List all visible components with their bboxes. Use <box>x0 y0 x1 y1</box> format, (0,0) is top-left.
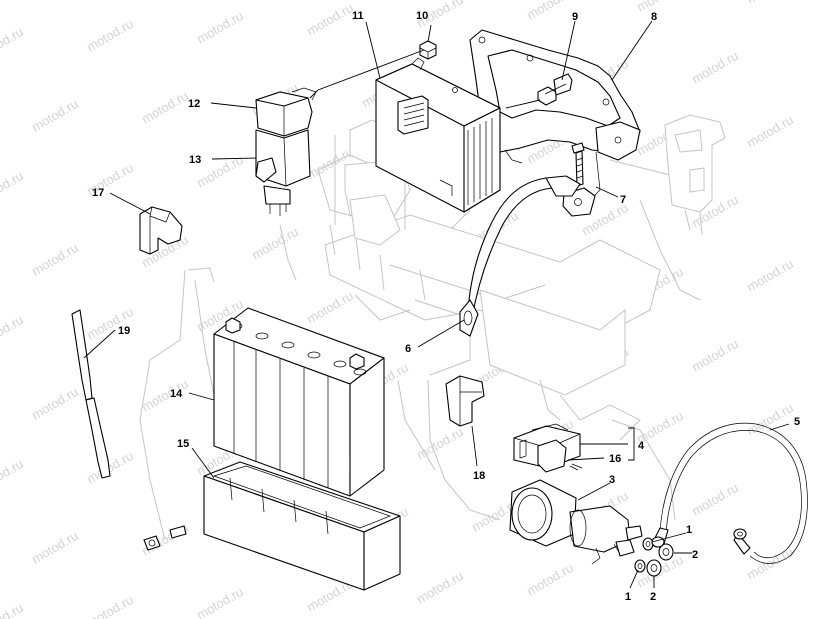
watermark-text: motod.ru <box>194 584 246 619</box>
watermark-text: motod.ru <box>0 24 26 63</box>
callout-3: 3 <box>609 474 615 486</box>
callout-10: 10 <box>416 10 428 22</box>
watermark-text: motod.ru <box>0 600 26 619</box>
watermark-text: motod.ru <box>29 96 81 135</box>
watermark-text: motod.ru <box>194 8 246 47</box>
nut-2-lower <box>646 559 662 577</box>
watermark-text: motod.ru <box>0 312 26 351</box>
bolt-7 <box>571 142 585 187</box>
watermark-text: motod.ru <box>414 568 466 607</box>
washer-1-upper <box>642 537 654 551</box>
starter-solenoid-3 <box>509 479 643 565</box>
callout-1-lower: 1 <box>625 591 631 603</box>
watermark-text: motod.ru <box>524 560 576 599</box>
watermark-text: motod.ru <box>304 288 356 327</box>
ground-strap-6 <box>459 175 581 337</box>
watermark-text: motod.ru <box>29 384 81 423</box>
rubber-cap-17 <box>139 206 183 255</box>
callout-17: 17 <box>92 187 104 199</box>
callout-13: 13 <box>189 154 201 166</box>
watermark-text: motod.ru <box>744 256 796 295</box>
callout-18: 18 <box>473 470 485 482</box>
vent-hose-19 <box>71 309 111 479</box>
battery-tray-15 <box>203 461 401 591</box>
watermark-text: motod.ru <box>194 152 246 191</box>
terminal-fittings <box>143 525 187 551</box>
callout-14: 14 <box>170 388 183 400</box>
callout-2-lower: 2 <box>650 591 656 603</box>
watermark-text: motod.ru <box>139 88 191 127</box>
watermark-text: motod.ru <box>304 0 356 39</box>
watermark-text: motod.ru <box>0 456 26 495</box>
callout-4: 4 <box>638 440 645 452</box>
nut-2-upper <box>658 543 674 561</box>
control-unit <box>375 57 501 213</box>
nut-10 <box>419 40 437 60</box>
watermark-text: motod.ru <box>689 480 741 519</box>
battery-14 <box>213 307 385 497</box>
background-frame <box>139 114 726 541</box>
watermark-text: motod.ru <box>744 112 796 151</box>
callout-labels: 10 11 9 8 12 13 7 17 19 6 14 15 4 16 18 … <box>92 10 800 603</box>
callout-12: 12 <box>188 98 200 110</box>
watermark-text: motod.ru <box>744 400 796 439</box>
leader-lines <box>83 20 790 589</box>
watermark-text: motod.ru <box>414 424 466 463</box>
callout-15: 15 <box>177 438 189 450</box>
watermark-text: motod.ru <box>84 448 136 487</box>
watermark-text: motod.ru <box>84 16 136 55</box>
stud-bolt-9 <box>537 73 573 106</box>
watermark-text: motod.ru <box>249 224 301 263</box>
callout-2-upper: 2 <box>692 549 698 561</box>
relay-assembly <box>255 87 317 216</box>
callout-7: 7 <box>620 194 626 206</box>
watermark-text: motod.ru <box>29 240 81 279</box>
watermark-text: motod.ru <box>689 48 741 87</box>
watermark-text: motod.ru <box>29 528 81 567</box>
watermark-text: motod.ru <box>689 336 741 375</box>
watermark-text: motod.ru <box>84 592 136 619</box>
watermark-text: motod.ru <box>524 0 576 23</box>
callout-9: 9 <box>572 11 578 23</box>
watermark-text: motod.ru <box>744 544 796 583</box>
callout-16: 16 <box>609 453 621 465</box>
washer-1-lower <box>634 559 646 573</box>
watermark-text: motod.ru <box>744 0 796 7</box>
solenoid-bracket <box>513 423 583 473</box>
callout-8: 8 <box>651 11 657 23</box>
watermark-text: motod.ru <box>634 0 686 15</box>
callout-6: 6 <box>405 343 411 355</box>
callout-5: 5 <box>794 416 800 428</box>
callout-11: 11 <box>352 10 364 22</box>
terminal-boot-18 <box>445 375 485 427</box>
callout-1-upper: 1 <box>686 524 692 536</box>
callout-19: 19 <box>118 325 130 337</box>
watermark-text: motod.ru <box>0 168 26 207</box>
